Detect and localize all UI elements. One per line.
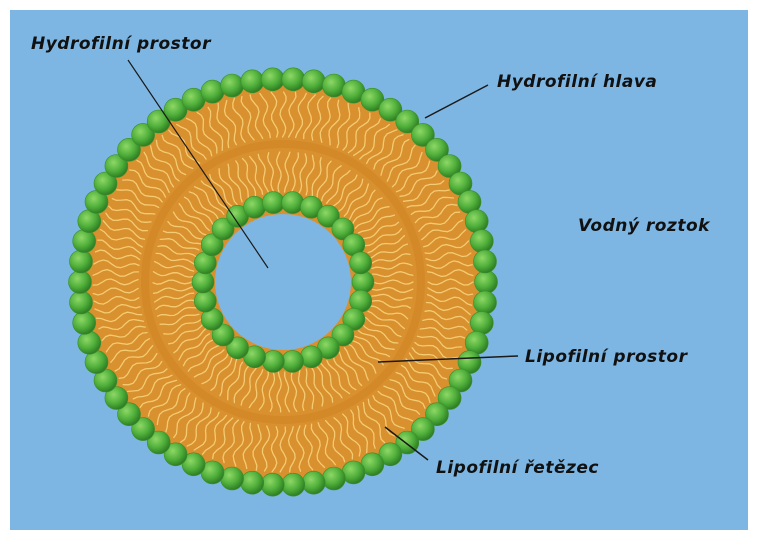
inner-hydrophilic-head <box>244 196 266 218</box>
outer-hydrophilic-head <box>261 473 284 496</box>
inner-hydrophilic-head <box>282 350 304 372</box>
label-hydrophilic-head: Hydrofilní hlava <box>497 72 657 92</box>
outer-hydrophilic-head <box>261 68 284 91</box>
outer-hydrophilic-head <box>302 70 325 93</box>
leader-line-hydrophilic-head <box>425 85 488 118</box>
outer-hydrophilic-head <box>73 311 96 334</box>
label-aqueous-solution: Vodný roztok <box>578 216 710 236</box>
outer-hydrophilic-head <box>70 250 93 273</box>
inner-hydrophilic-head <box>352 271 374 293</box>
inner-hydrophilic-head <box>194 290 216 312</box>
inner-hydrophilic-head <box>300 346 322 368</box>
label-lipophilic-chain: Lipofilní řetězec <box>436 458 599 478</box>
outer-hydrophilic-head <box>470 311 493 334</box>
outer-hydrophilic-head <box>241 70 264 93</box>
outer-hydrophilic-head <box>73 230 96 253</box>
label-hydrophilic-space: Hydrofilní prostor <box>31 34 211 54</box>
inner-hydrophilic-head <box>282 192 304 214</box>
inner-hydrophilic-head <box>262 350 284 372</box>
outer-hydrophilic-head <box>282 68 305 91</box>
outer-hydrophilic-head <box>78 331 101 354</box>
outer-hydrophilic-head <box>474 250 497 273</box>
outer-hydrophilic-head <box>70 291 93 314</box>
outer-hydrophilic-head <box>322 467 345 490</box>
outer-hydrophilic-head <box>302 471 325 494</box>
outer-hydrophilic-head <box>465 210 488 233</box>
inner-hydrophilic-head <box>262 192 284 214</box>
inner-hydrophilic-head <box>192 271 214 293</box>
outer-hydrophilic-head <box>470 230 493 253</box>
label-lipophilic-space: Lipofilní prostor <box>525 347 687 367</box>
inner-hydrophilic-head <box>350 252 372 274</box>
outer-hydrophilic-head <box>282 473 305 496</box>
outer-hydrophilic-head <box>69 271 92 294</box>
outer-hydrophilic-head <box>221 74 244 97</box>
outer-hydrophilic-head <box>474 291 497 314</box>
outer-hydrophilic-head <box>241 471 264 494</box>
outer-hydrophilic-head <box>475 271 498 294</box>
